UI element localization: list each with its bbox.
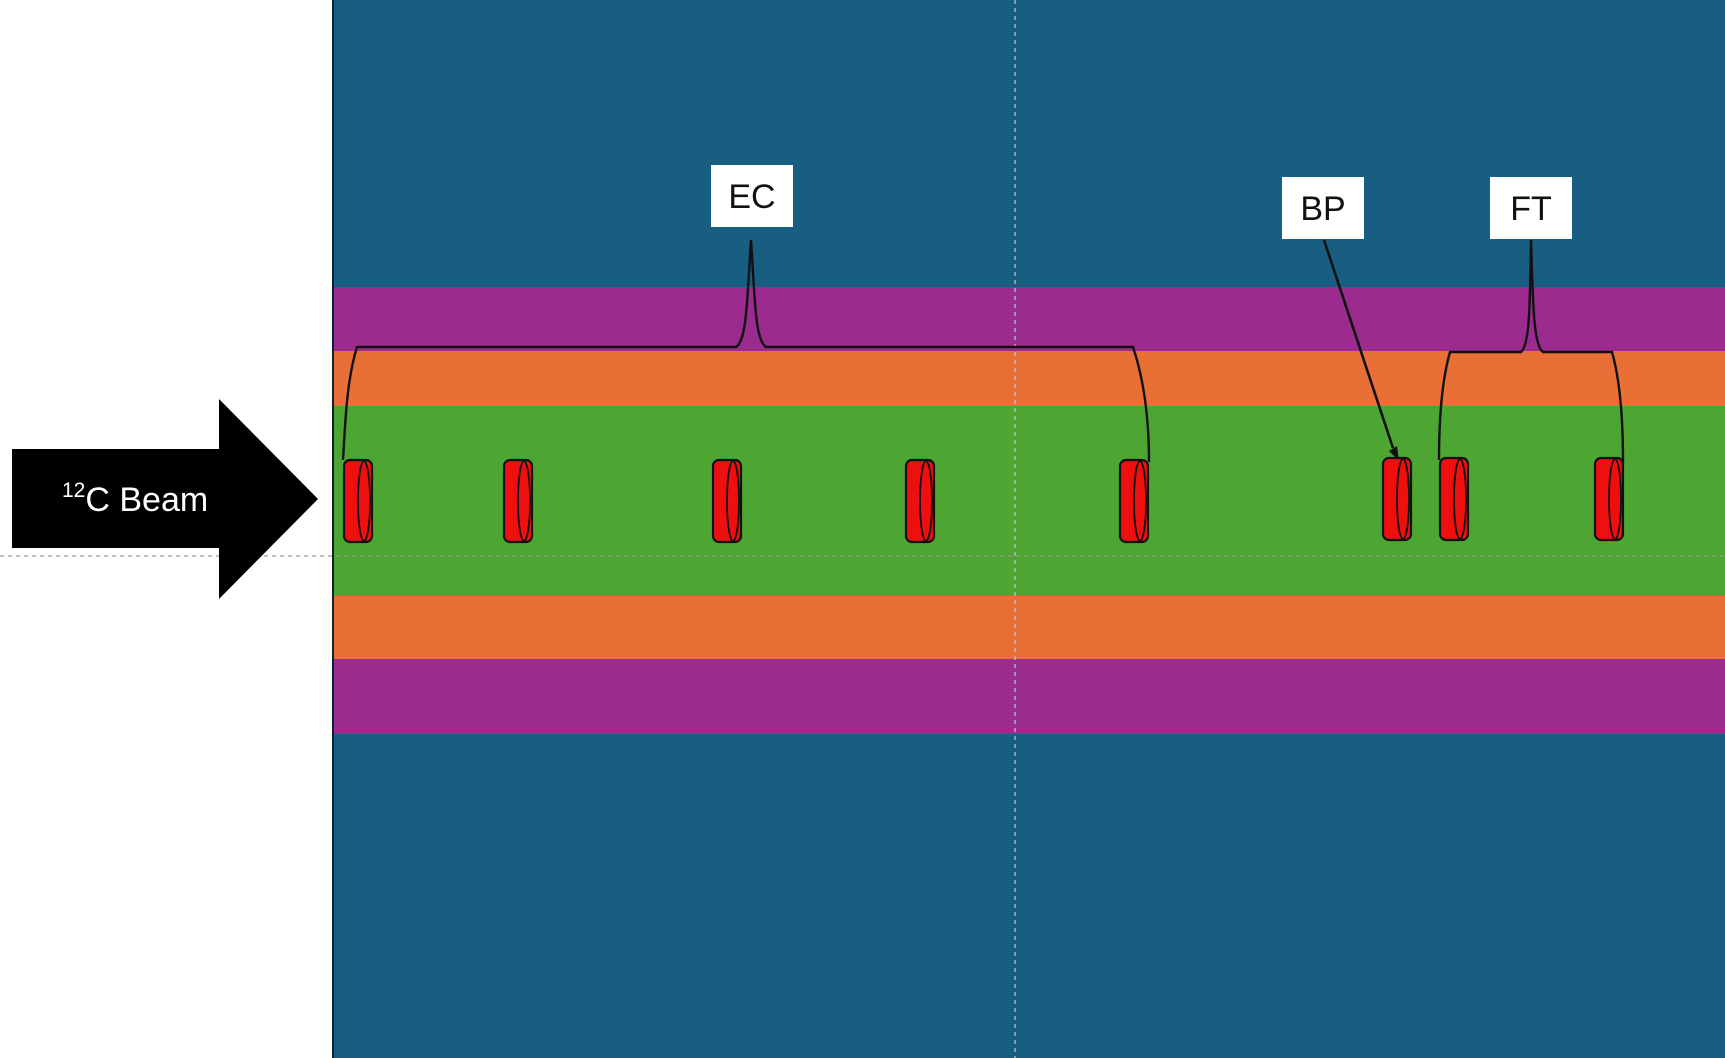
disc-face	[357, 460, 371, 542]
ft-disc-1	[1438, 456, 1470, 542]
disc-face	[919, 460, 933, 542]
disc-face	[726, 460, 740, 542]
bp-pointer-line	[1322, 239, 1395, 449]
bp-disc-1	[1381, 456, 1413, 542]
disc-face	[1608, 458, 1622, 540]
disc-face	[1133, 460, 1147, 542]
bp-label: BP	[1300, 190, 1345, 228]
ft-label: FT	[1510, 190, 1552, 228]
ft-label-box	[1490, 177, 1572, 239]
beam-label-superscript: 12	[62, 479, 85, 502]
disc-face	[517, 460, 531, 542]
beam-label: 12C Beam	[62, 479, 208, 519]
ft-disc-2	[1593, 456, 1625, 542]
ec-label-box	[711, 165, 793, 227]
green-band	[333, 406, 1725, 596]
disc-face	[1396, 458, 1410, 540]
ec-label: EC	[728, 178, 775, 216]
beam-label-text: C Beam	[85, 481, 208, 519]
ec-disc-4	[904, 458, 936, 544]
disc-face	[1453, 458, 1467, 540]
ec-disc-3	[711, 458, 743, 544]
ft-bracket	[1437, 239, 1625, 463]
bp-label-box	[1282, 177, 1364, 239]
disc-group	[342, 456, 1625, 544]
ec-bracket	[341, 239, 1151, 463]
beam-arrow	[12, 399, 318, 599]
ec-disc-5	[1118, 458, 1150, 544]
ec-disc-1	[342, 458, 374, 544]
ec-disc-2	[502, 458, 534, 544]
